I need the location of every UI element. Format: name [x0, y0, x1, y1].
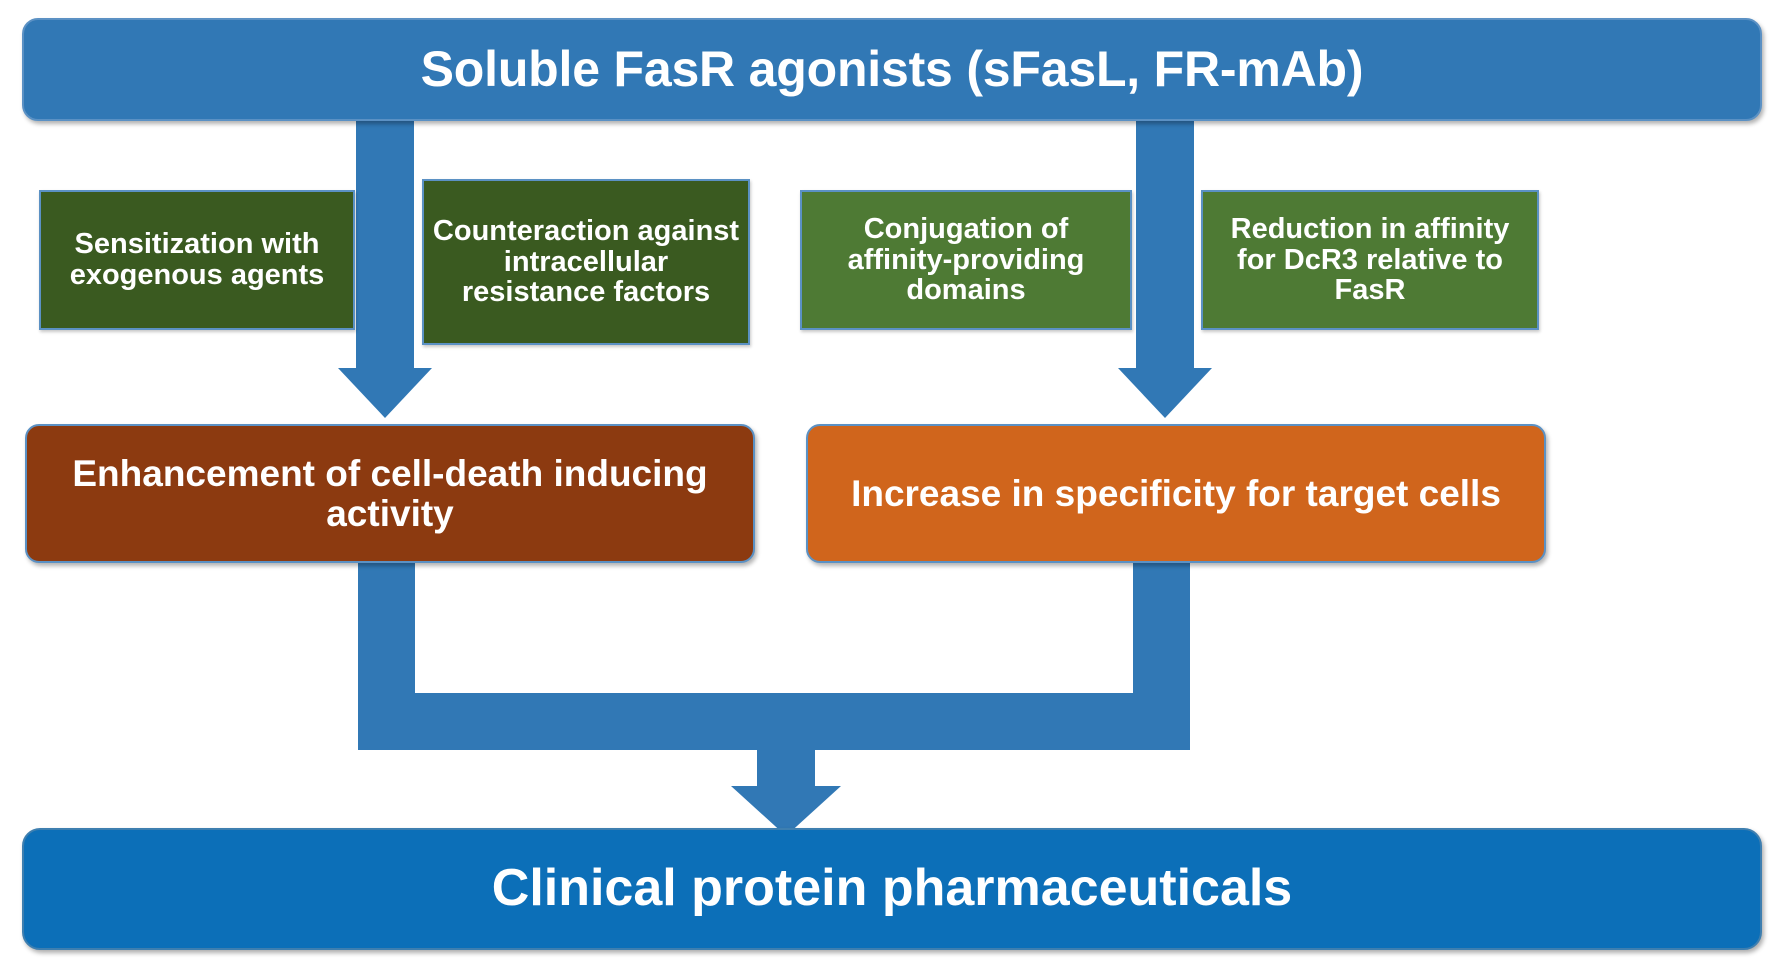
arrow-title-to-enhancement — [338, 121, 432, 418]
strategy-box-conjugation: Conjugation of affinity-providing domain… — [800, 190, 1132, 330]
strategy-label-2: Counteraction against intracellular resi… — [432, 214, 740, 309]
strategy-box-affinity-reduction: Reduction in affinity for DcR3 relative … — [1201, 190, 1539, 330]
strategy-box-counteraction: Counteraction against intracellular resi… — [422, 179, 750, 345]
outcome-banner: Clinical protein pharmaceuticals — [22, 828, 1762, 950]
strategy-label-3: Conjugation of affinity-providing domain… — [847, 212, 1085, 307]
arrow-title-to-specificity — [1118, 121, 1212, 418]
strategy-box-sensitization: Sensitization with exogenous agents — [39, 190, 355, 330]
outcome-label-2: Increase in specificity for target cells — [851, 472, 1501, 514]
title-banner-label: Soluble FasR agonists (sFasL, FR-mAb) — [420, 41, 1364, 97]
strategy-label-1: Sensitization with exogenous agents — [69, 228, 325, 291]
outcome-box-cell-death-activity: Enhancement of cell-death inducing activ… — [25, 424, 755, 563]
outcome-banner-label: Clinical protein pharmaceuticals — [491, 859, 1293, 918]
outcome-label-1: Enhancement of cell-death inducing activ… — [72, 453, 708, 534]
strategy-label-4: Reduction in affinity for DcR3 relative … — [1230, 212, 1510, 307]
outcome-box-target-specificity: Increase in specificity for target cells — [806, 424, 1546, 563]
title-banner: Soluble FasR agonists (sFasL, FR-mAb) — [22, 18, 1762, 121]
arrow-outcomes-merge — [358, 560, 1190, 836]
